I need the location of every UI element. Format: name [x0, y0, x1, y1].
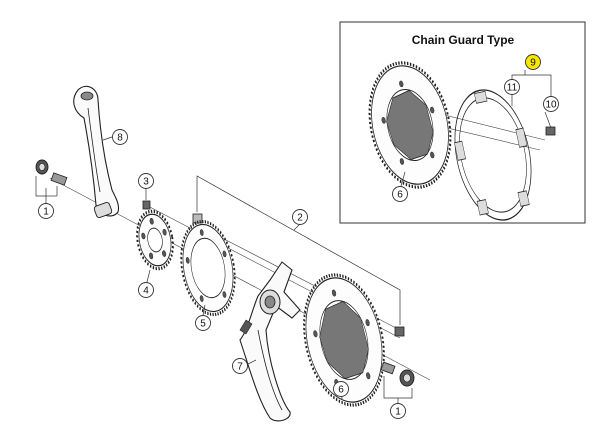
callout-9-label: 9	[530, 58, 536, 69]
callout-2-label: 2	[297, 213, 303, 224]
callout-5[interactable]: 5	[195, 304, 211, 331]
callout-7[interactable]: 7	[232, 358, 257, 374]
callout-2[interactable]: 2	[196, 175, 401, 325]
chain-guard-inset: Chain Guard Type	[339, 21, 586, 224]
callout-11-label: 11	[507, 83, 518, 94]
callout-1-right[interactable]: 1	[383, 376, 413, 419]
callout-3[interactable]: 3	[138, 173, 154, 201]
callout-9[interactable]: 9	[511, 54, 552, 97]
callout-6-inset[interactable]: 6	[392, 171, 408, 202]
chainring-bolt-small	[142, 200, 151, 210]
callout-1-right-label: 1	[395, 407, 401, 418]
right-crank-bolt	[380, 361, 415, 387]
left-crank-bolt	[35, 159, 68, 186]
callout-11[interactable]: 11	[504, 79, 520, 107]
callout-6-inset-label: 6	[397, 190, 403, 201]
callout-3-label: 3	[143, 177, 149, 188]
callout-6-label: 6	[338, 385, 344, 396]
callout-1-left-label: 1	[43, 207, 49, 218]
callout-6[interactable]: 6	[333, 380, 349, 401]
large-chainring	[303, 273, 385, 407]
inset-title: Chain Guard Type	[412, 33, 515, 47]
right-crank-arm	[239, 261, 301, 422]
chain-guard	[454, 89, 532, 221]
callout-10-label: 10	[545, 100, 557, 111]
callout-5-label: 5	[200, 319, 206, 330]
inset-large-chainring	[368, 61, 452, 189]
left-crank-arm	[73, 85, 120, 218]
callout-8-label: 8	[117, 133, 123, 144]
chain-guard-bolt	[544, 111, 556, 136]
middle-chainring	[180, 219, 236, 317]
callout-4[interactable]: 4	[138, 269, 154, 298]
callout-10[interactable]: 10	[543, 96, 559, 112]
callout-7-label: 7	[237, 362, 243, 373]
callout-8[interactable]: 8	[102, 129, 128, 145]
callout-1-left[interactable]: 1	[35, 176, 58, 219]
callout-4-label: 4	[143, 286, 149, 297]
